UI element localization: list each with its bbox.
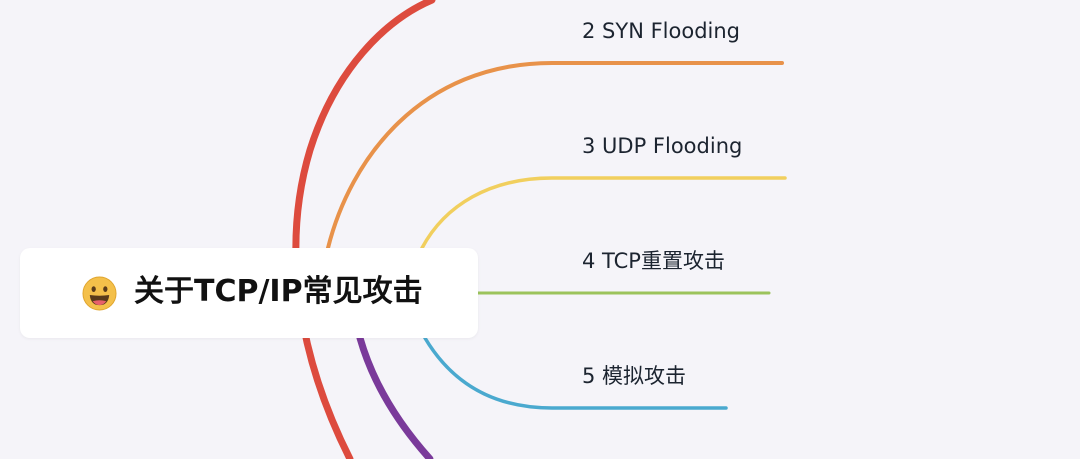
branch-label-syn-flooding[interactable]: 2 SYN Flooding bbox=[582, 19, 740, 43]
branch-label-udp-flooding[interactable]: 3 UDP Flooding bbox=[582, 134, 743, 158]
grinning-face-icon bbox=[82, 276, 117, 311]
branch-line-1 bbox=[292, 0, 436, 459]
branch-line-3 bbox=[420, 176, 787, 250]
root-node[interactable]: 关于TCP/IP常见攻击 bbox=[20, 248, 478, 338]
branch-label-simulated-attack[interactable]: 5 模拟攻击 bbox=[582, 364, 687, 388]
branch-line-2 bbox=[326, 61, 784, 250]
branch-label-tcp-reset[interactable]: 4 TCP重置攻击 bbox=[582, 249, 725, 273]
branch-line-6 bbox=[356, 334, 434, 459]
root-title: 关于TCP/IP常见攻击 bbox=[134, 274, 423, 309]
branch-line-5 bbox=[423, 336, 728, 410]
